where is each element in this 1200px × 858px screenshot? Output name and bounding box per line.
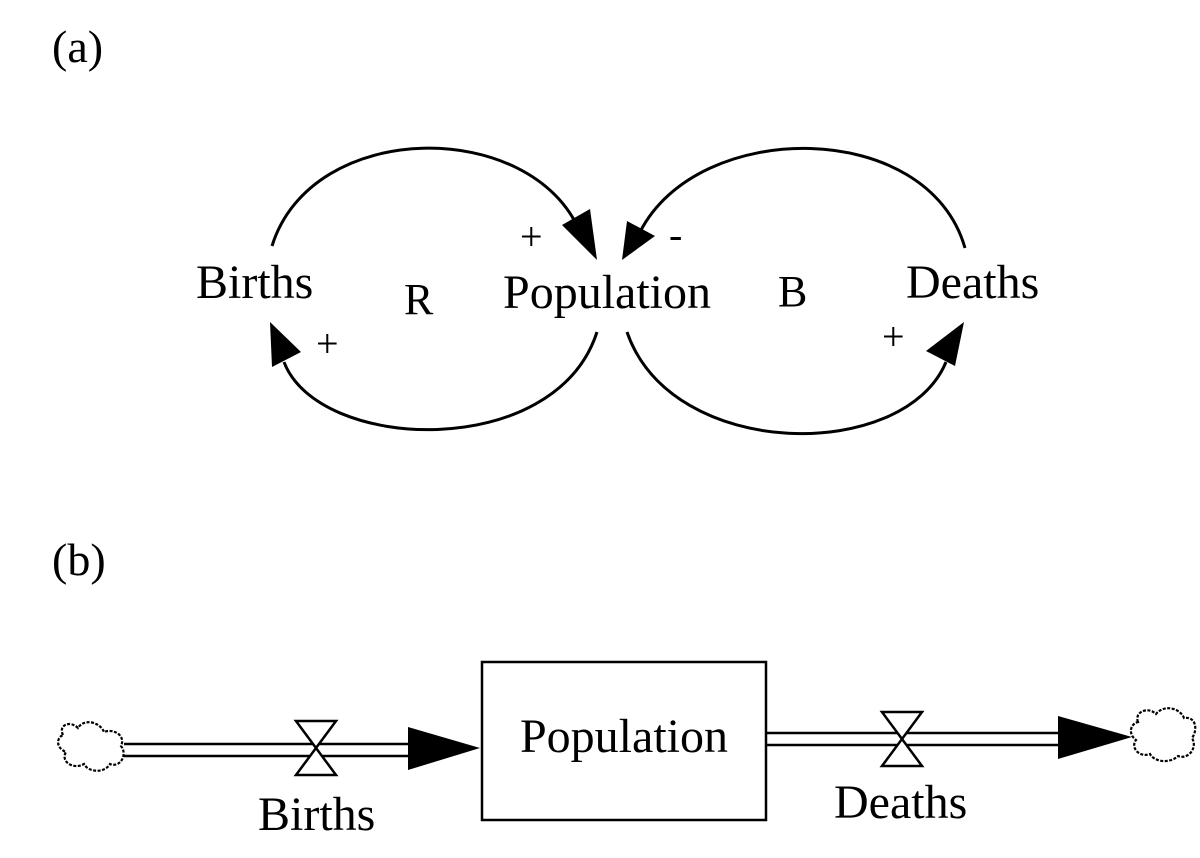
- panel-b-label: (b): [52, 534, 106, 585]
- loop-reinforcing-label: R: [404, 275, 434, 324]
- link-population-to-deaths: [625, 331, 948, 436]
- sink-cloud-icon: [1129, 707, 1197, 763]
- polarity-deaths-to-population: -: [669, 212, 682, 257]
- node-population: Population: [503, 266, 711, 319]
- outflow-arrowhead: [1058, 716, 1132, 759]
- panel-a-label: (a): [52, 21, 103, 72]
- node-births: Births: [196, 256, 313, 309]
- stock-label: Population: [520, 710, 728, 763]
- stock-box: [480, 660, 768, 822]
- outflow-label: Deaths: [834, 776, 967, 829]
- arrowhead-deaths-to-population: [622, 221, 655, 260]
- arrowhead-population-to-births: [270, 322, 301, 367]
- inflow-arrowhead: [408, 727, 480, 770]
- panel-b: (b) Births Population Deaths: [52, 534, 1197, 841]
- polarity-births-to-population: +: [520, 214, 543, 259]
- source-cloud-icon: [57, 721, 125, 772]
- polarity-population-to-deaths: +: [882, 314, 905, 359]
- link-population-to-births: [282, 331, 599, 432]
- arrowhead-population-to-deaths: [926, 322, 964, 366]
- inflow-label: Births: [258, 788, 375, 841]
- inflow-valve-icon: [293, 719, 339, 777]
- outflow-valve-icon: [879, 710, 925, 768]
- arrowhead-births-to-population: [562, 209, 597, 260]
- link-births-to-population: [270, 146, 582, 247]
- node-deaths: Deaths: [906, 256, 1039, 309]
- loop-balancing-label: B: [778, 267, 807, 316]
- polarity-population-to-births: +: [316, 321, 339, 366]
- link-deaths-to-population: [638, 146, 967, 249]
- panel-a: (a) Births Population Deaths R B + + - +: [52, 21, 1039, 436]
